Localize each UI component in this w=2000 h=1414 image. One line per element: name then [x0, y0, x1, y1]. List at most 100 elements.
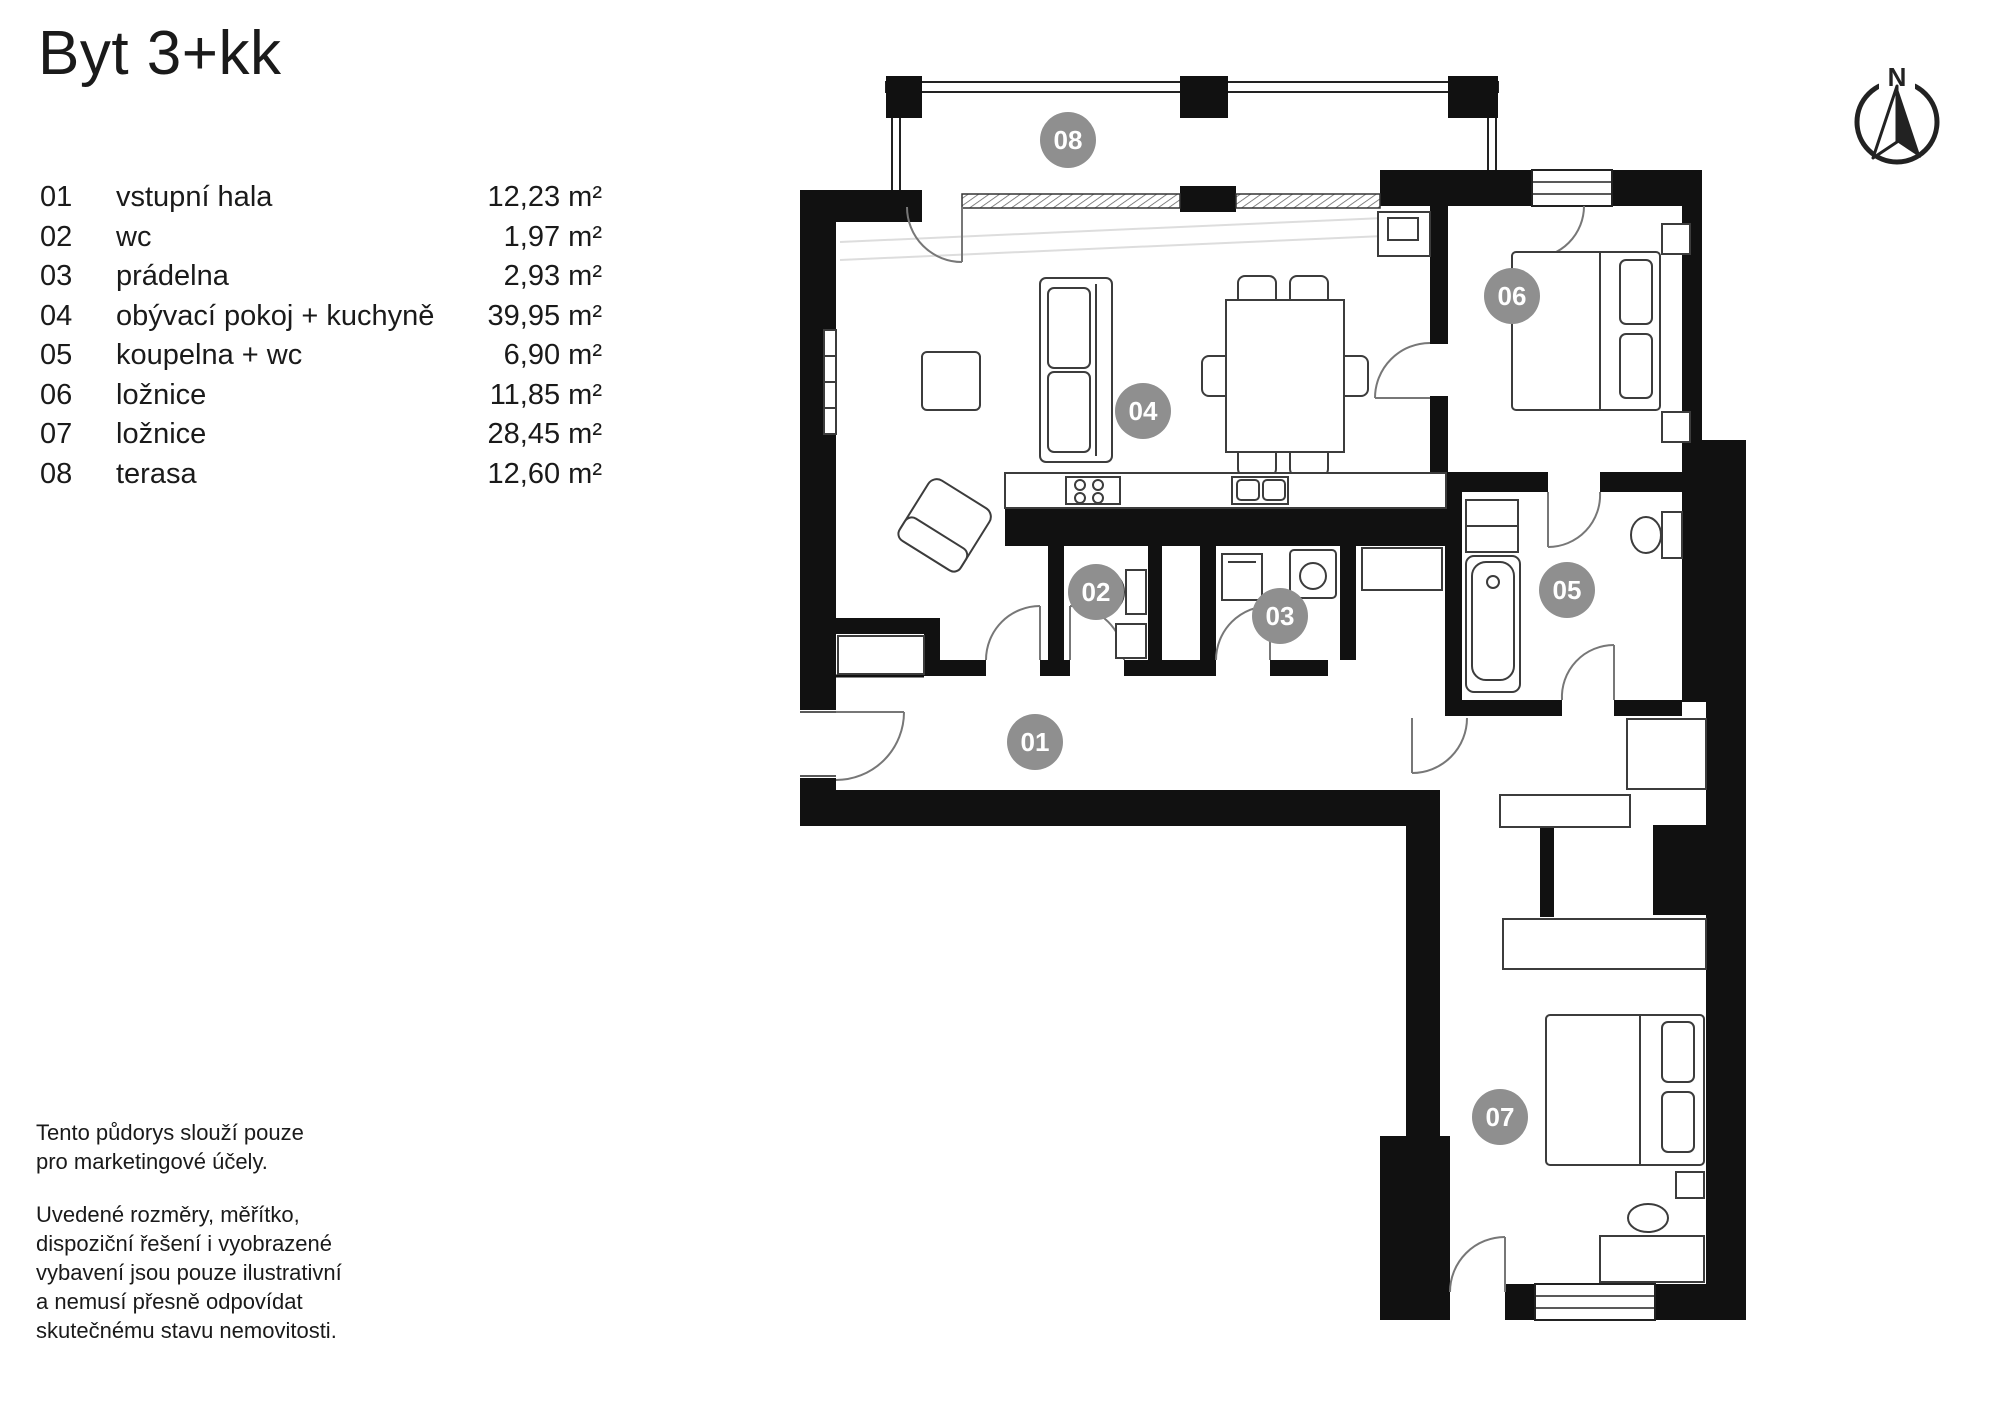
room-badge-03: 03 [1252, 588, 1308, 644]
door-bedroom06 [1374, 342, 1431, 399]
legend-room-area: 12,60 m² [487, 457, 602, 490]
room-badge-label: 05 [1553, 575, 1582, 605]
side-table [921, 351, 981, 411]
bed-07 [1545, 1014, 1705, 1166]
room-badge-label: 06 [1498, 281, 1527, 311]
room-badge-label: 08 [1054, 125, 1083, 155]
room-badge-label: 01 [1021, 727, 1050, 757]
sofa [1039, 277, 1113, 463]
page-title: Byt 3+kk [38, 19, 282, 88]
hall-closet [837, 635, 925, 675]
legend-room-number: 05 [40, 339, 73, 371]
washing-machine [1289, 549, 1337, 599]
dining-table [1201, 275, 1369, 477]
nightstand-06-bottom [1661, 411, 1691, 443]
legend-room-number: 04 [40, 299, 73, 332]
legend-room-name: wc [116, 220, 152, 253]
terrace-pillar [886, 76, 922, 118]
window-bedroom07 [1534, 1283, 1656, 1321]
armchair [897, 478, 992, 573]
door-hall-living [985, 605, 1041, 661]
door-bedroom07 [1449, 1236, 1506, 1293]
legend-row-04: 04 obývací pokoj + kuchyně 39,95 m² [40, 297, 602, 337]
window-bedroom06 [1531, 169, 1613, 207]
room-badge-01: 01 [1007, 714, 1063, 770]
corridor-wardrobe [1626, 718, 1707, 790]
windows-layer [800, 169, 1656, 1321]
door-bathroom-top [1547, 491, 1602, 549]
room-legend: 01 vstupní hala 12,23 m² 02 wc 1,97 m² 03 práde… [40, 178, 602, 494]
legend-room-area: 6,90 m² [503, 339, 602, 371]
legend-row-08: 08 terasa 12,60 m² [40, 455, 602, 495]
room-badge-label: 03 [1266, 601, 1295, 631]
washer-column [1465, 499, 1519, 553]
furniture-layer [823, 211, 1707, 1283]
legend-room-area: 12,23 m² [487, 181, 602, 213]
entry-threshold [800, 711, 836, 777]
legend-room-name: koupelna + wc [116, 339, 303, 371]
room-badge-02: 02 [1068, 564, 1124, 620]
legend-room-name: vstupní hala [116, 181, 273, 213]
legend-room-number: 08 [40, 457, 73, 490]
wardrobe-07 [1502, 918, 1707, 970]
door-terrace [906, 206, 963, 263]
sink-laundry [1221, 553, 1263, 601]
legend-room-name: ložnice [116, 418, 207, 450]
room-badge-05: 05 [1539, 562, 1595, 618]
desk-07 [1599, 1203, 1705, 1283]
legend-room-number: 02 [40, 220, 73, 253]
room-badge-06: 06 [1484, 268, 1540, 324]
room-badges: 01 02 03 04 05 06 07 08 [1007, 112, 1595, 1145]
room-badge-04: 04 [1115, 383, 1171, 439]
disclaimer-paragraph-2: Uvedené rozměry, měřítko, dispoziční řeš… [36, 1202, 342, 1343]
sink-wc02 [1115, 623, 1147, 659]
legend-room-area: 39,95 m² [487, 299, 602, 332]
legend-room-name: terasa [116, 457, 197, 490]
legend-row-05: 05 koupelna + wc 6,90 m² [40, 336, 602, 376]
nightstand-06-top [1661, 223, 1691, 255]
kitchen-counter [1004, 472, 1447, 509]
legend-room-name: ložnice [116, 378, 207, 411]
disclaimer: Tento půdorys slouží pouze pro marketing… [36, 1118, 342, 1345]
legend-room-number: 03 [40, 260, 73, 292]
room-badge-label: 04 [1129, 396, 1158, 426]
radiator [823, 329, 837, 435]
door-entry [835, 711, 905, 781]
desk-living [1377, 211, 1431, 257]
legend-room-area: 28,45 m² [487, 418, 602, 450]
compass-icon: N [1854, 62, 1940, 165]
terrace-structure [885, 76, 1499, 193]
room-badge-08: 08 [1040, 112, 1096, 168]
room-badge-label: 07 [1486, 1102, 1515, 1132]
legend-row-07: 07 ložnice 28,45 m² [40, 415, 602, 455]
door-hall-corridor [1411, 717, 1468, 774]
legend-room-number: 01 [40, 181, 73, 213]
legend-row-03: 03 prádelna 2,93 m² [40, 257, 602, 297]
legend-room-area: 2,93 m² [503, 260, 602, 292]
terrace-pillar [1180, 76, 1228, 118]
compass-north-label: N [1888, 62, 1907, 92]
doors-layer [835, 205, 1615, 1293]
legend-room-area: 1,97 m² [503, 220, 602, 253]
disclaimer-paragraph-1: Tento půdorys slouží pouze pro marketing… [36, 1120, 304, 1174]
legend-row-02: 02 wc 1,97 m² [40, 218, 602, 258]
door-bathroom-bottom [1560, 643, 1615, 701]
toilet-bathroom05 [1630, 511, 1683, 559]
bed-06 [1511, 251, 1661, 411]
bathtub [1465, 555, 1521, 693]
wardrobe-07-top [1499, 794, 1631, 828]
walls-layer [800, 170, 1746, 1320]
legend-room-name: prádelna [116, 260, 229, 292]
kitchen-cabinet [1361, 547, 1443, 591]
room-badge-07: 07 [1472, 1089, 1528, 1145]
legend-room-name: obývací pokoj + kuchyně [116, 299, 435, 332]
room-badge-label: 02 [1082, 577, 1111, 607]
legend-room-number: 06 [40, 378, 73, 411]
door-window06-arc [1531, 205, 1585, 259]
nightstand-07 [1675, 1171, 1705, 1199]
legend-room-number: 07 [40, 418, 73, 450]
terrace-pillar [1448, 76, 1498, 118]
